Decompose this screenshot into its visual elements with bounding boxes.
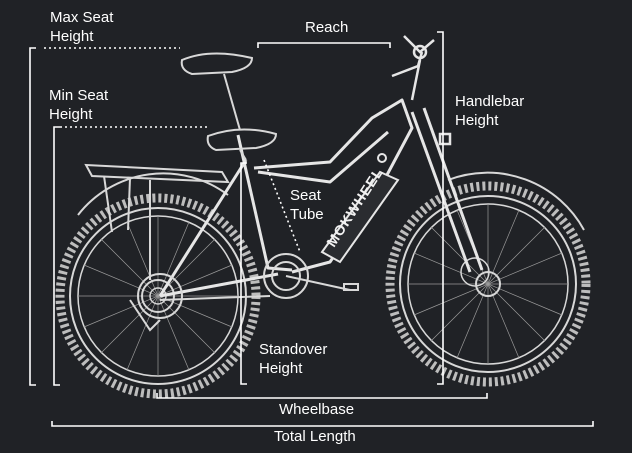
total-length-label: Total Length bbox=[274, 428, 356, 445]
frame bbox=[158, 98, 484, 298]
seat-tube-label: Seat Tube bbox=[290, 187, 324, 223]
handlebar bbox=[391, 35, 452, 146]
battery-pack: MOKWHEEL bbox=[320, 153, 400, 264]
rear-wheel bbox=[55, 193, 261, 399]
dimension-lines bbox=[29, 31, 594, 427]
wheelbase-label: Wheelbase bbox=[279, 401, 355, 418]
reach-label: Reach bbox=[305, 19, 349, 36]
fenders bbox=[77, 171, 585, 231]
min-seat-height-label: Min Seat Height bbox=[49, 87, 109, 123]
handlebar-height-label: Handlebar Height bbox=[455, 93, 525, 129]
rear-rack bbox=[84, 163, 230, 280]
standover-height-label: Standover Height bbox=[259, 341, 328, 377]
seat-low bbox=[206, 128, 278, 161]
drivetrain bbox=[129, 253, 359, 332]
max-seat-height-label: Max Seat Height bbox=[50, 9, 114, 45]
seat-high bbox=[180, 52, 254, 131]
front-wheel bbox=[385, 181, 591, 387]
